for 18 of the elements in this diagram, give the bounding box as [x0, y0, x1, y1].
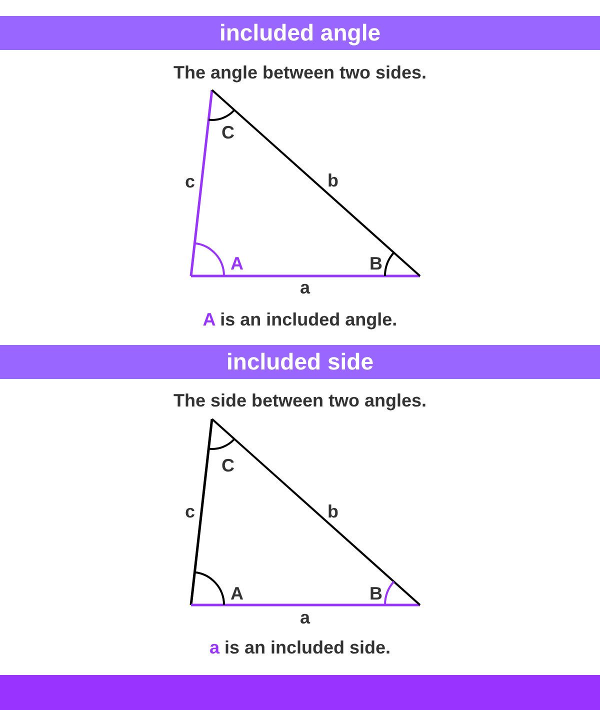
vertex-label: C [222, 122, 234, 144]
example-sentence: a is an included side. [209, 638, 391, 658]
side-label: a [300, 278, 310, 298]
section-heading: included angle [219, 20, 381, 46]
example-sentence: A is an included angle. [202, 310, 398, 330]
vertex-label: A [230, 584, 244, 604]
definition-text: The angle between two sides. [173, 62, 427, 84]
side-label: c [185, 502, 195, 522]
side-label: c [185, 172, 195, 192]
vertex-label: C [222, 456, 234, 476]
vertex-label: B [370, 584, 382, 604]
side-label: a [300, 608, 310, 628]
definition-text: The side between two angles. [173, 390, 427, 412]
section-heading: included side [226, 348, 374, 376]
vertex-label: B [370, 254, 382, 274]
side-label: b [328, 170, 338, 192]
vertex-label: A [230, 254, 244, 274]
side-label: b [328, 502, 338, 522]
